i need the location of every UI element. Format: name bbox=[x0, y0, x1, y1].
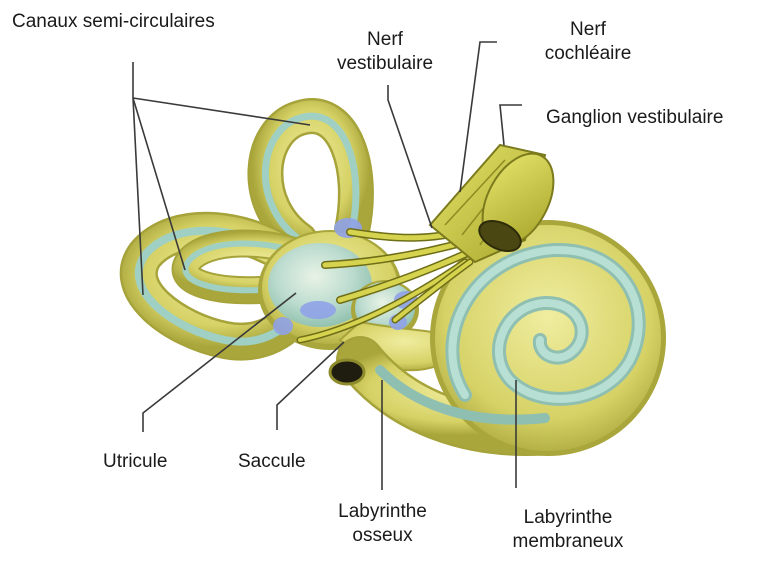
label-nerf-cochleaire-line1: Nerf bbox=[528, 18, 648, 42]
label-labyrinthe-osseux: Labyrinthe osseux bbox=[315, 500, 450, 548]
label-labyrinthe-osseux-line1: Labyrinthe bbox=[315, 500, 450, 524]
label-nerf-vestibulaire-line1: Nerf bbox=[320, 28, 450, 52]
label-ganglion-vestibulaire: Ganglion vestibulaire bbox=[546, 106, 723, 130]
label-labyrinthe-membraneux: Labyrinthe membraneux bbox=[488, 506, 648, 554]
label-nerf-cochleaire: Nerf cochléaire bbox=[528, 18, 648, 66]
label-saccule: Saccule bbox=[238, 450, 306, 474]
label-labyrinthe-membraneux-line2: membraneux bbox=[488, 530, 648, 554]
label-nerf-vestibulaire-line2: vestibulaire bbox=[320, 52, 450, 76]
label-utricule: Utricule bbox=[103, 450, 167, 474]
label-labyrinthe-membraneux-line1: Labyrinthe bbox=[488, 506, 648, 530]
label-nerf-cochleaire-line2: cochléaire bbox=[528, 42, 648, 66]
label-nerf-vestibulaire: Nerf vestibulaire bbox=[320, 28, 450, 76]
label-labyrinthe-osseux-line2: osseux bbox=[315, 524, 450, 548]
label-canaux-semi-circulaires: Canaux semi-circulaires bbox=[12, 10, 215, 34]
